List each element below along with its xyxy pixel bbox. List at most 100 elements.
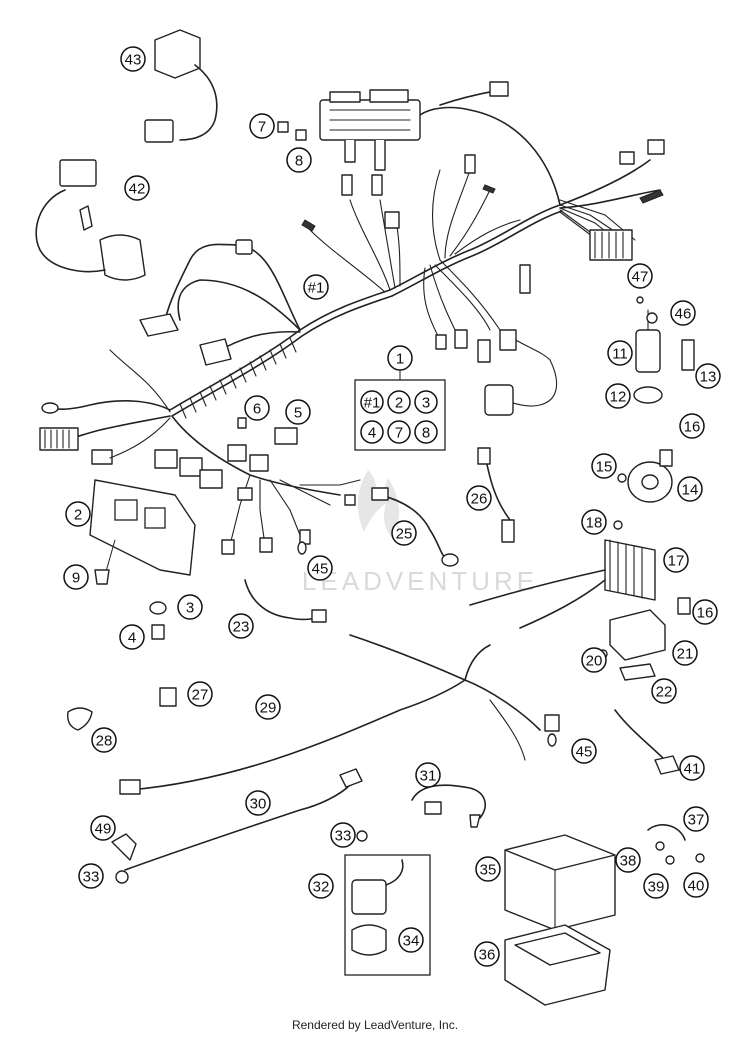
callout-number: 25 — [396, 526, 413, 543]
callout-number: 16 — [697, 605, 714, 622]
callout-c3: 3 — [177, 594, 203, 620]
callout-circle — [120, 46, 146, 72]
render-credit: Rendered by LeadVenture, Inc. — [291, 1018, 459, 1032]
horn-14 — [627, 461, 673, 503]
callout-c32: 32 — [308, 873, 334, 899]
callout-c45a: 45 — [307, 555, 333, 581]
callout-circle — [670, 300, 696, 326]
callout-circle — [591, 453, 617, 479]
screw-9 — [94, 569, 110, 585]
callout-c33b: 33 — [330, 822, 356, 848]
callout-number: 30 — [250, 796, 267, 813]
callout-number: 20 — [586, 653, 603, 670]
callout-number: 3 — [186, 600, 194, 617]
callout-number: 46 — [675, 306, 692, 323]
callout-circle — [607, 340, 633, 366]
cable-30 — [124, 768, 363, 871]
callout-circle — [651, 678, 677, 704]
callout-c39: 39 — [643, 873, 669, 899]
main-wiring-harness — [39, 81, 665, 555]
callout-circle — [683, 806, 709, 832]
callout-number: 36 — [479, 947, 496, 964]
callout-circle — [91, 727, 117, 753]
callout-c13: 13 — [695, 363, 721, 389]
cable-tie-28 — [67, 707, 93, 731]
callout-number: 41 — [684, 761, 701, 778]
callout-number: 32 — [313, 879, 330, 896]
callout-c20: 20 — [581, 647, 607, 673]
callout-c1: #1 — [303, 274, 329, 300]
callout-c43: 43 — [120, 46, 146, 72]
kit-item-callout: 8 — [414, 420, 438, 444]
terminal-7 — [277, 121, 289, 133]
callout-number: 49 — [95, 821, 112, 838]
callout-c41: 41 — [679, 755, 705, 781]
callout-circle — [615, 847, 641, 873]
callout-circle — [415, 762, 441, 788]
callout-circle — [308, 873, 334, 899]
watermark: LEADVENTURE — [302, 470, 538, 596]
callout-c42: 42 — [124, 175, 150, 201]
callout-c8: 8 — [286, 147, 312, 173]
connector-block-right — [589, 229, 633, 261]
callout-c22: 22 — [651, 678, 677, 704]
callout-c14: 14 — [677, 476, 703, 502]
bracket-16-top — [659, 449, 673, 467]
callout-circle — [285, 399, 311, 425]
callout-circle — [683, 872, 709, 898]
callout-number: 13 — [700, 369, 717, 386]
callout-circle — [391, 520, 417, 546]
bulb-45-lower — [547, 733, 557, 747]
callout-number: 45 — [576, 744, 593, 761]
callout-c27: 27 — [187, 681, 213, 707]
callout-circle — [663, 547, 689, 573]
relay-27 — [159, 687, 177, 707]
part-5 — [274, 427, 298, 445]
callout-c6: 6 — [244, 395, 270, 421]
callout-number: 21 — [677, 646, 694, 663]
callout-circle — [244, 395, 270, 421]
callout-number: 17 — [668, 553, 685, 570]
plug-connector-center — [484, 384, 514, 416]
callout-number: 28 — [96, 733, 113, 750]
callout-circle — [398, 927, 424, 953]
terminal-8 — [295, 129, 307, 141]
callout-c29: 29 — [255, 694, 281, 720]
sensor-connector-left — [139, 313, 179, 337]
callout-c46: 46 — [670, 300, 696, 326]
callout-circle — [695, 363, 721, 389]
handlebar-switch-42 — [35, 159, 146, 281]
kit-item-number: 7 — [395, 425, 403, 442]
callout-number: 5 — [294, 405, 302, 422]
callout-circle — [330, 822, 356, 848]
screw-47 — [636, 296, 644, 304]
callout-number: 47 — [632, 269, 649, 286]
callout-c49: 49 — [90, 815, 116, 841]
callout-number: 40 — [688, 878, 705, 895]
callout-c2: 2 — [65, 501, 91, 527]
watermark-text: LEADVENTURE — [302, 566, 538, 596]
kit-item-number: #1 — [364, 395, 381, 412]
callout-number: 23 — [233, 619, 250, 636]
callout-circle — [245, 790, 271, 816]
callout-number: 45 — [312, 561, 329, 578]
callout-number: 33 — [83, 869, 100, 886]
callout-circle — [475, 856, 501, 882]
callout-number: 39 — [648, 879, 665, 896]
callout-number: 12 — [610, 389, 627, 406]
screw-40 — [695, 853, 705, 863]
callout-c21: 21 — [672, 640, 698, 666]
condenser-11 — [635, 309, 661, 373]
callout-c31: 31 — [415, 762, 441, 788]
callout-circle — [581, 509, 607, 535]
callout-circle — [581, 647, 607, 673]
callout-number: 2 — [74, 507, 82, 524]
cable-29 — [119, 634, 560, 795]
callout-number: 6 — [253, 401, 261, 418]
callout-number: 34 — [403, 933, 420, 950]
kit-item-callout: 4 — [360, 420, 384, 444]
cable-23 — [244, 579, 327, 623]
washer-46 — [646, 312, 658, 324]
callout-circle — [228, 613, 254, 639]
